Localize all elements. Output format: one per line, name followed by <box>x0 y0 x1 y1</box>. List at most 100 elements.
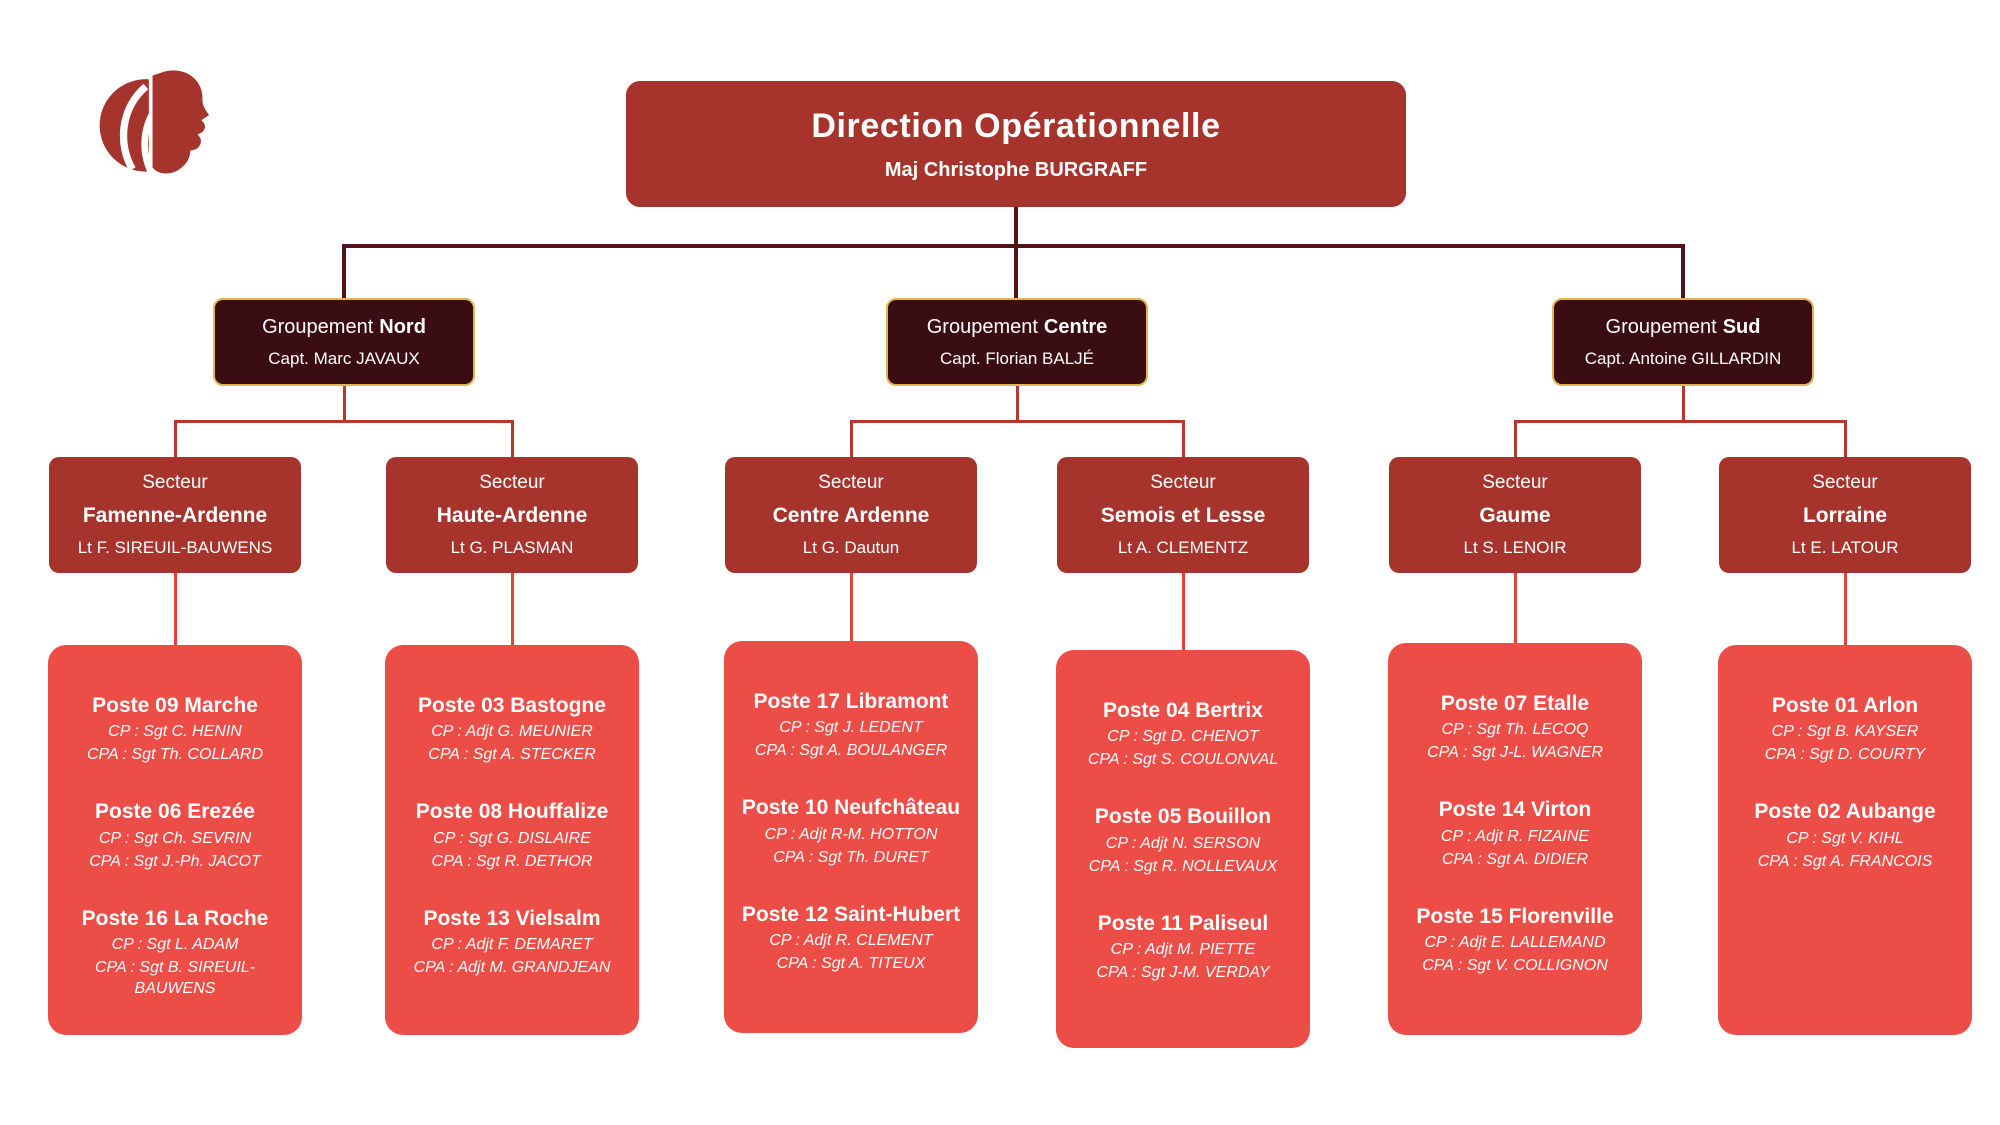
groupement-leader: Capt. Florian BALJÉ <box>939 348 1094 368</box>
groupement-name: Nord <box>379 315 426 338</box>
connector-line <box>849 573 853 641</box>
poste-cpa: CPA : Sgt V. COLLIGNON <box>1422 957 1608 975</box>
connector-line <box>1513 420 1517 457</box>
poste-title: Poste 06 Erezée <box>95 800 255 824</box>
poste-cpa: CPA : Adjt M. GRANDJEAN <box>413 959 611 977</box>
groupement-leader: Capt. Antoine GILLARDIN <box>1584 348 1782 368</box>
poste-cpa: CPA : Sgt J.-Ph. JACOT <box>89 852 261 870</box>
root-box-direction-operationnelle: Direction Opérationnelle Maj Christophe … <box>626 81 1406 207</box>
poste-cp: CP : Sgt Th. LECOQ <box>1441 721 1589 739</box>
postes-card-centre-ardenne: Poste 17 Libramont CP : Sgt J. LEDENT CPA … <box>724 641 978 1033</box>
poste-item-poste-01-arlon: Poste 01 Arlon CP : Sgt B. KAYSER CPA : Sg… <box>1765 693 1926 765</box>
connector-line <box>1843 420 1847 457</box>
poste-cp: CP : Adjt F. DEMARET <box>431 936 593 954</box>
poste-cpa: CPA : Sgt A. TITEUX <box>776 955 926 973</box>
woman-profile-icon <box>148 66 214 178</box>
connector-line <box>510 420 514 457</box>
connector-line <box>173 573 177 645</box>
poste-title: Poste 09 Marche <box>92 694 258 717</box>
poste-cpa: CPA : Sgt A. STECKER <box>428 746 596 764</box>
connector-line <box>1681 386 1685 421</box>
poste-title: Poste 08 Houffalize <box>415 800 609 824</box>
secteur-label: Secteur <box>142 472 208 493</box>
connector-line <box>1513 420 1847 423</box>
poste-cpa: CPA : Sgt B. SIREUIL-BAUWENS <box>94 959 256 998</box>
poste-cpa: CPA : Sgt J-L. WAGNER <box>1427 744 1603 762</box>
secteur-leader: Lt S. LENOIR <box>1463 538 1567 557</box>
root-title: Direction Opérationnelle <box>811 106 1221 145</box>
connector-line <box>173 420 177 457</box>
secteur-leader: Lt G. PLASMAN <box>450 538 574 557</box>
poste-title: Poste 12 Saint-Hubert <box>741 902 961 926</box>
connector-line <box>849 420 1185 423</box>
secteur-name: Haute-Ardenne <box>436 504 588 527</box>
secteur-leader: Lt G. Dautun <box>802 538 900 557</box>
poste-cpa: CPA : Sgt S. COULONVAL <box>1087 751 1279 769</box>
secteur-label: Secteur <box>479 472 545 493</box>
postes-card-gaume: Poste 07 Etalle CP : Sgt Th. LECOQ CPA : S… <box>1388 643 1642 1035</box>
poste-title: Poste 17 Libramont <box>753 690 949 713</box>
poste-title: Poste 01 Arlon <box>1771 694 1919 717</box>
poste-item-poste-17-libramont: Poste 17 Libramont CP : Sgt J. LEDENT CPA … <box>754 689 949 761</box>
connector-line <box>849 420 853 457</box>
poste-title: Poste 07 Etalle <box>1440 692 1590 715</box>
secteur-label: Secteur <box>1150 472 1216 493</box>
poste-cpa: CPA : Sgt R. NOLLEVAUX <box>1088 857 1278 875</box>
secteur-leader: Lt F. SIREUIL-BAUWENS <box>77 538 273 557</box>
poste-cp: CP : Sgt J. LEDENT <box>779 719 923 737</box>
poste-cp: CP : Adjt N. SERSON <box>1105 834 1261 852</box>
secteur-name: Semois et Lesse <box>1100 504 1266 527</box>
groupement-name: Sud <box>1722 315 1761 338</box>
connector-line <box>342 246 346 298</box>
poste-cpa: CPA : Sgt A. BOULANGER <box>754 742 948 760</box>
poste-title: Poste 13 Vielsalm <box>423 906 601 930</box>
groupement-prefix: Groupement <box>262 315 374 338</box>
poste-item-poste-06-erezee: Poste 06 Erezée CP : Sgt Ch. SEVRIN CPA : … <box>89 799 261 871</box>
connector-line <box>1843 573 1847 645</box>
connector-line <box>510 573 514 645</box>
poste-cp: CP : Adjt R-M. HOTTON <box>764 825 938 843</box>
poste-cp: CP : Sgt V. KIHL <box>1786 829 1904 847</box>
poste-cpa: CPA : Sgt D. COURTY <box>1764 746 1926 764</box>
secteur-name: Famenne-Ardenne <box>82 504 268 527</box>
connector-line <box>1513 573 1517 643</box>
connector-line <box>1681 246 1685 298</box>
groupement-name: Centre <box>1043 315 1108 338</box>
secteur-name: Gaume <box>1479 504 1551 527</box>
poste-title: Poste 14 Virton <box>1438 798 1592 822</box>
groupement-leader: Capt. Marc JAVAUX <box>268 348 420 368</box>
poste-cpa: CPA : Sgt A. DIDIER <box>1441 850 1589 868</box>
poste-cpa: CPA : Sgt A. FRANCOIS <box>1757 852 1933 870</box>
poste-title: Poste 16 La Roche <box>81 906 269 930</box>
poste-cp: CP : Sgt Ch. SEVRIN <box>98 829 252 847</box>
poste-cp: CP : Sgt C. HENIN <box>108 723 242 741</box>
poste-cp: CP : Adjt R. CLEMENT <box>769 932 933 950</box>
secteur-label: Secteur <box>818 472 884 493</box>
connector-line <box>173 420 514 423</box>
poste-cp: CP : Sgt B. KAYSER <box>1771 723 1919 741</box>
poste-title: Poste 05 Bouillon <box>1094 805 1272 829</box>
poste-item-poste-05-bouillon: Poste 05 Bouillon CP : Adjt N. SERSON CPA … <box>1089 804 1278 876</box>
flame-swirl-icon <box>119 83 149 172</box>
connector-line <box>342 386 346 421</box>
